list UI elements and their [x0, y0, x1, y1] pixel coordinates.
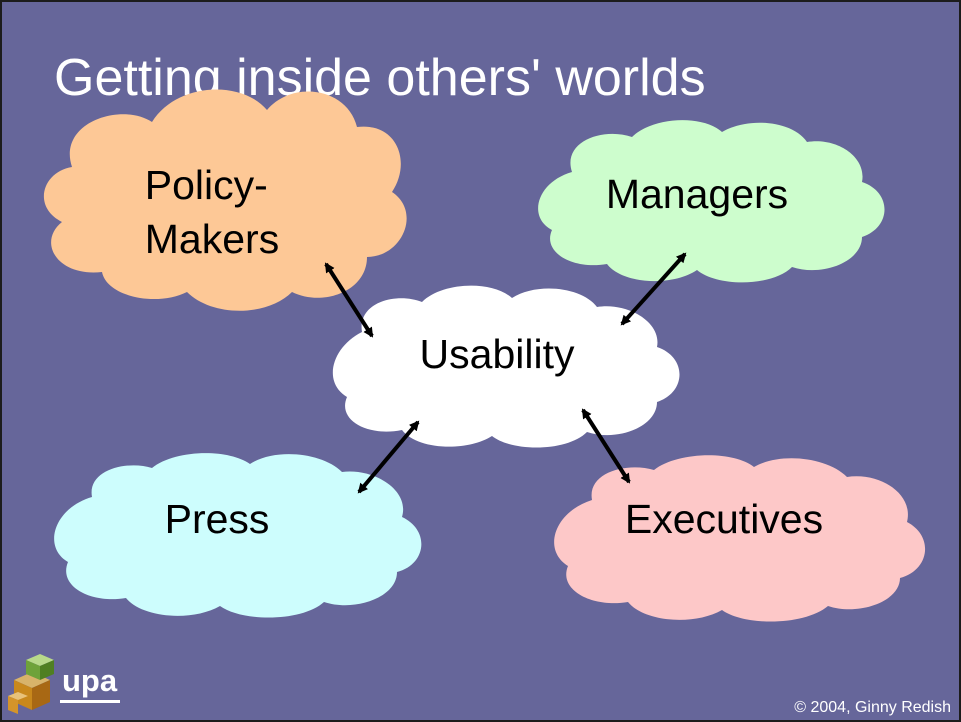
upa-logo-text: upa [62, 663, 118, 698]
svg-text:Press: Press [165, 496, 270, 542]
connector-usability-policy-makers [324, 262, 374, 338]
cloud-press: Press [54, 453, 422, 618]
svg-text:Executives: Executives [625, 496, 823, 542]
connector-usability-managers [620, 252, 687, 326]
upa-logo: upa [6, 650, 121, 720]
svg-text:Managers: Managers [606, 171, 788, 217]
copyright-notice: © 2004, Ginny Redish [794, 699, 951, 716]
cloud-managers-shape [538, 120, 885, 283]
policy-makers-line-2: Makers [145, 216, 279, 262]
cloud-managers: Managers [538, 120, 885, 283]
svg-text:Usability: Usability [420, 331, 575, 377]
executives-line-1: Executives [625, 496, 823, 542]
cube-stack-logo-icon [8, 654, 54, 714]
slide-title: Getting inside others' worlds [54, 49, 706, 107]
cloud-usability-shape [332, 285, 680, 448]
managers-line-1: Managers [606, 171, 788, 217]
press-line-1: Press [165, 496, 270, 542]
cloud-executives-shape [554, 455, 926, 622]
cloud-press-shape [54, 453, 422, 618]
cloud-usability: Usability [332, 285, 680, 448]
usability-label: Usability [420, 331, 575, 377]
connector-usability-executives [581, 408, 631, 484]
policy-makers-line-1: Policy- [145, 162, 268, 208]
connector-usability-press [357, 420, 420, 494]
svg-text:Policy- Makers: Policy- Makers [145, 162, 279, 262]
cloud-policy-makers: Policy- Makers [43, 89, 407, 311]
upa-logo-underline [60, 700, 120, 703]
cloud-executives: Executives [554, 455, 926, 622]
cloud-policy-makers-shape [43, 89, 407, 311]
